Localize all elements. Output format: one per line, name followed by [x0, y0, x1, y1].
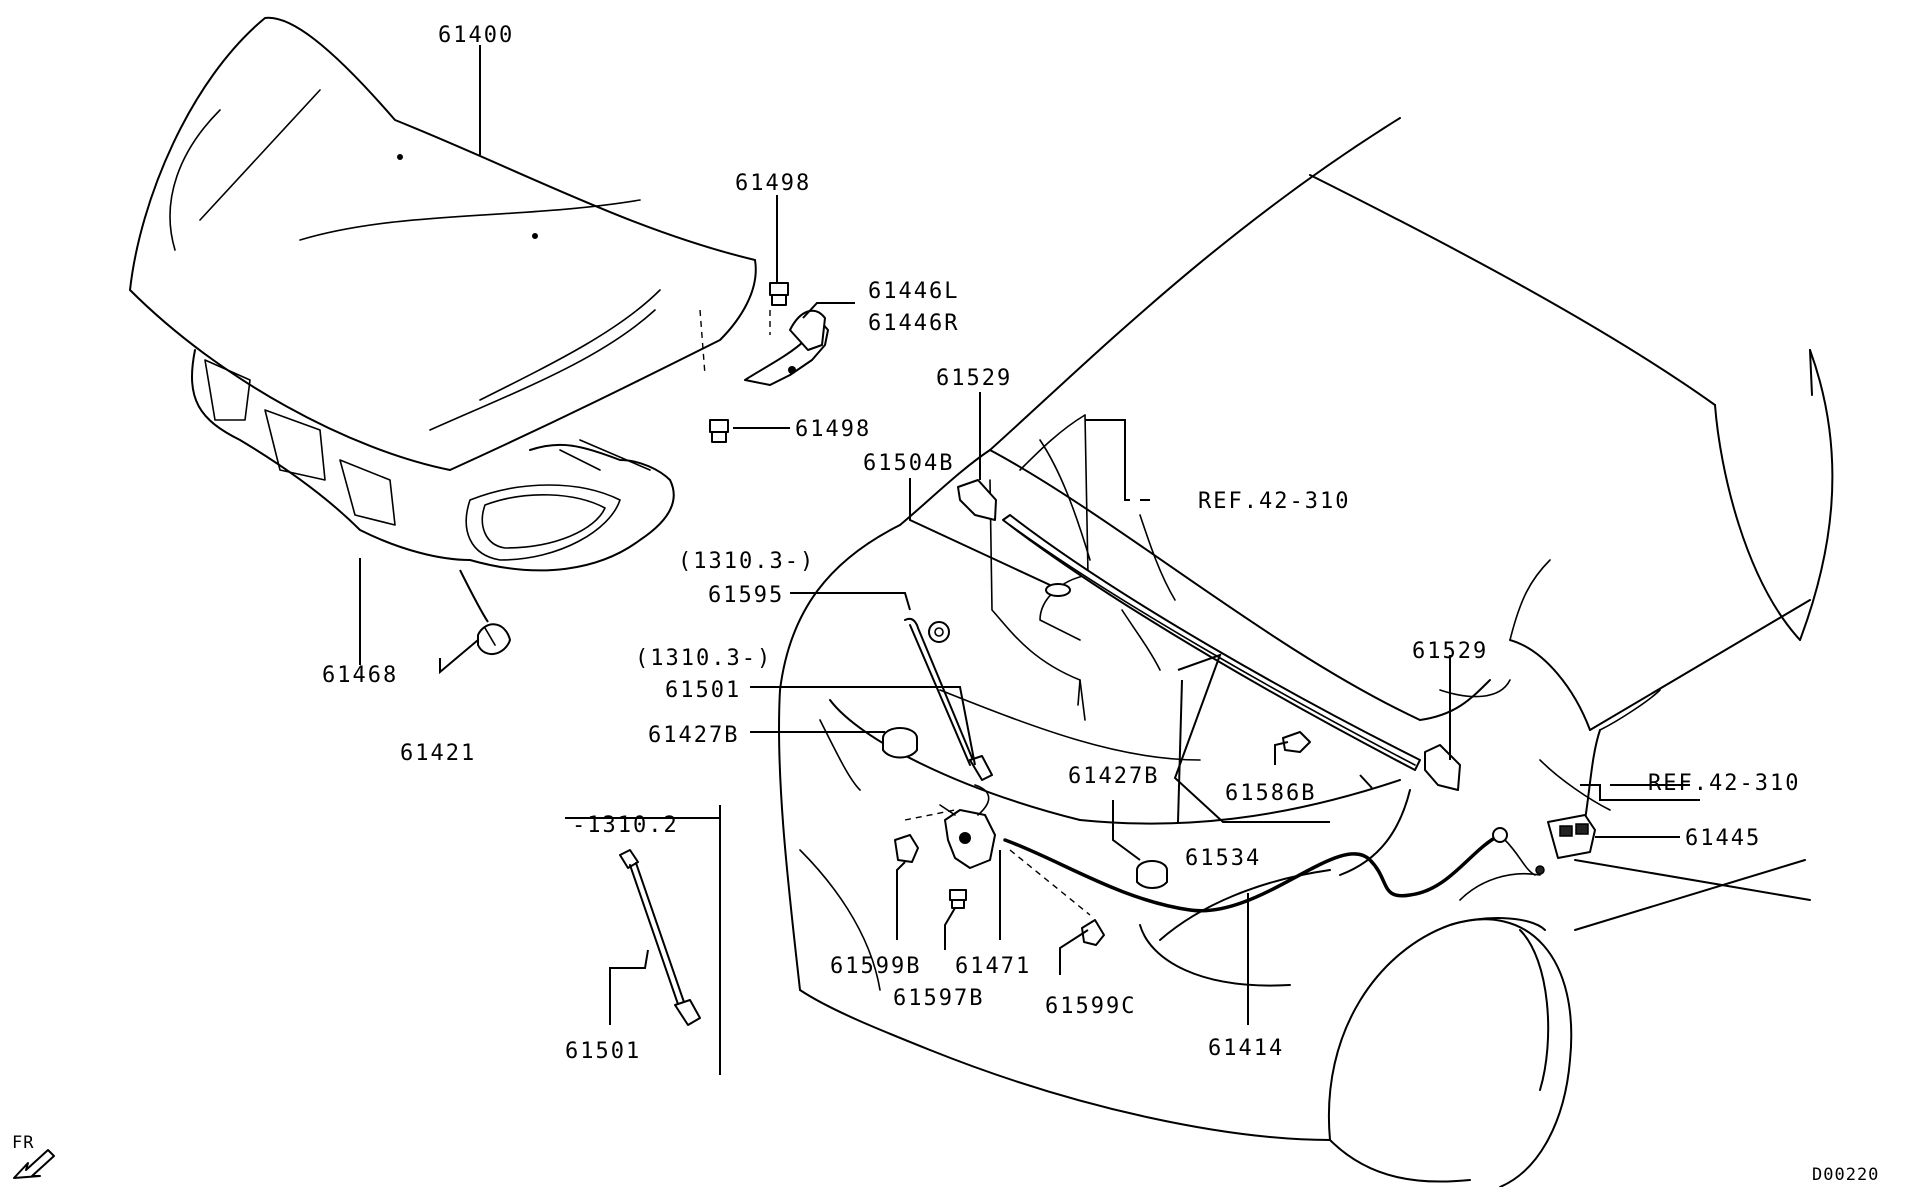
- latch-clip-61599B: [894, 834, 919, 863]
- hinge-bolt-lower: [709, 419, 729, 443]
- release-cable-61414: [1003, 827, 1545, 913]
- stay-grommet-61595: [928, 621, 950, 643]
- label-61586B: 61586B: [1225, 781, 1316, 806]
- label-61599B: 61599B: [830, 954, 921, 979]
- label-61595: 61595: [708, 583, 784, 608]
- front-arrow-icon: [13, 1149, 55, 1179]
- label-61427B-left: 61427B: [648, 723, 739, 748]
- label-61599C: 61599C: [1045, 994, 1136, 1019]
- hood-bumper-61504B: [1045, 583, 1071, 597]
- label-front-direction: FR: [12, 1133, 34, 1153]
- hood-stay-rod-upper: [904, 617, 993, 781]
- label-61427B-right: 61427B: [1068, 764, 1159, 789]
- label-diagram-code: D00220: [1812, 1165, 1879, 1185]
- label-ref-42-310-lower: REF.42-310: [1648, 771, 1800, 796]
- bumper-stopper-61427B-right: [1136, 860, 1168, 889]
- hood-seal-61534: [1002, 514, 1421, 771]
- label-61534: 61534: [1185, 846, 1261, 871]
- hood-insulator: [191, 349, 675, 572]
- hood-latch-61471: [939, 784, 996, 869]
- hinge-bolt-upper: [769, 282, 789, 306]
- label-1310-2: -1310.2: [572, 813, 679, 838]
- vehicle-body-outline: [778, 117, 1834, 1187]
- hood-stay-rod-lower: [619, 849, 701, 1026]
- hood-hinge: [744, 309, 829, 386]
- inset-bracket: [565, 817, 721, 1075]
- hood-panel: [129, 16, 757, 471]
- leader-lines: [359, 45, 1700, 1060]
- callout-labels: 61400 61498 61446L 61446R 61498 61529 61…: [12, 23, 1879, 1185]
- latch-bolt-61597B: [949, 889, 967, 909]
- latch-dashed-guide: [904, 809, 956, 821]
- label-61529-upper: 61529: [936, 366, 1012, 391]
- label-61421: 61421: [400, 741, 476, 766]
- label-61471: 61471: [955, 954, 1031, 979]
- label-61529-lower: 61529: [1412, 639, 1488, 664]
- label-61501-upper: 61501: [665, 678, 741, 703]
- label-61446R: 61446R: [868, 311, 959, 336]
- label-ref-42-310-upper: REF.42-310: [1198, 489, 1350, 514]
- label-61445: 61445: [1685, 826, 1761, 851]
- label-61498-upper: 61498: [735, 171, 811, 196]
- label-61468: 61468: [322, 663, 398, 688]
- label-61501-lower: 61501: [565, 1039, 641, 1064]
- label-61446L: 61446L: [868, 279, 959, 304]
- bumper-stopper-61427B-left: [882, 727, 918, 759]
- label-61414: 61414: [1208, 1036, 1284, 1061]
- label-1310-3-upper: (1310.3-): [678, 549, 815, 574]
- hinge-dashed-guide: [699, 309, 706, 376]
- label-1310-3-lower: (1310.3-): [635, 646, 772, 671]
- label-61504B: 61504B: [863, 451, 954, 476]
- insulator-clip-61421: [477, 623, 511, 655]
- clip-61586B: [1282, 731, 1311, 753]
- release-lever-61445: [1547, 814, 1596, 859]
- cable-clip-61599C: [1081, 919, 1105, 946]
- label-61597B: 61597B: [893, 986, 984, 1011]
- label-61498-lower: 61498: [795, 417, 871, 442]
- label-61400: 61400: [438, 23, 514, 48]
- seal-clip-61529-lower: [1424, 744, 1461, 791]
- seal-clip-61529-upper: [957, 479, 997, 521]
